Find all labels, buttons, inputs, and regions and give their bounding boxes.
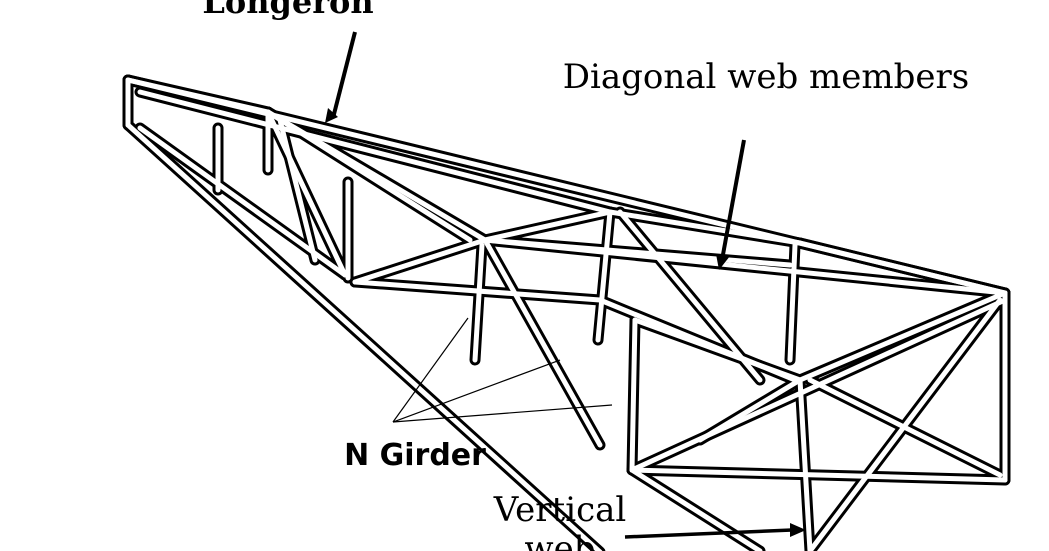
vertical-web-label-line2: web [525, 529, 596, 551]
frame-outline [122, 74, 1011, 551]
truss-member-core [617, 209, 763, 383]
truss-member-core [607, 209, 803, 246]
n-girder-leader-3 [392, 404, 613, 423]
frame-core [125, 77, 1008, 551]
truss-member-core [125, 122, 603, 551]
truss-member-core [265, 109, 348, 278]
truss-member-core [807, 297, 1003, 551]
truss-member-core [482, 237, 793, 268]
n-girder-leader-1 [392, 317, 469, 423]
diagonal-web-arrow [720, 139, 746, 261]
truss-member-core [482, 209, 613, 243]
truss-member-core [265, 109, 473, 243]
longeron-arrowhead [325, 108, 338, 123]
truss-member-core [137, 89, 613, 215]
truss-member-core [137, 125, 348, 278]
truss-member-core [697, 377, 803, 443]
truss-member-core [797, 377, 813, 551]
truss-member-core [352, 279, 603, 303]
diagonal-web-arrowhead [716, 254, 730, 270]
truss-member-core [482, 237, 603, 448]
n-girder-label: N Girder [344, 438, 486, 473]
truss-member-core [629, 467, 763, 551]
vertical-web-arrow [624, 528, 793, 539]
truss-member-core [125, 77, 271, 115]
longeron-arrow [331, 31, 357, 119]
truss-frame [122, 74, 1011, 551]
n-girder-leader-2 [392, 359, 561, 423]
truss-member-core [787, 242, 798, 363]
longeron-label: Longeron [202, 0, 373, 21]
truss-member-core [595, 209, 613, 343]
truss-member-core [797, 240, 1008, 296]
truss-member-core [629, 467, 1008, 483]
truss-member-core [629, 317, 638, 473]
leader-lines [325, 31, 806, 539]
diagonal-web-members-label: Diagonal web members [563, 57, 969, 97]
vertical-web-arrowhead [790, 523, 806, 537]
vertical-web-label-line1: Vertical [493, 490, 627, 530]
truss-member-core [352, 237, 488, 285]
truss-member-core [472, 242, 485, 363]
truss-member-core [597, 297, 798, 383]
truss-member-core [797, 290, 1008, 383]
truss-member-core [277, 117, 318, 263]
